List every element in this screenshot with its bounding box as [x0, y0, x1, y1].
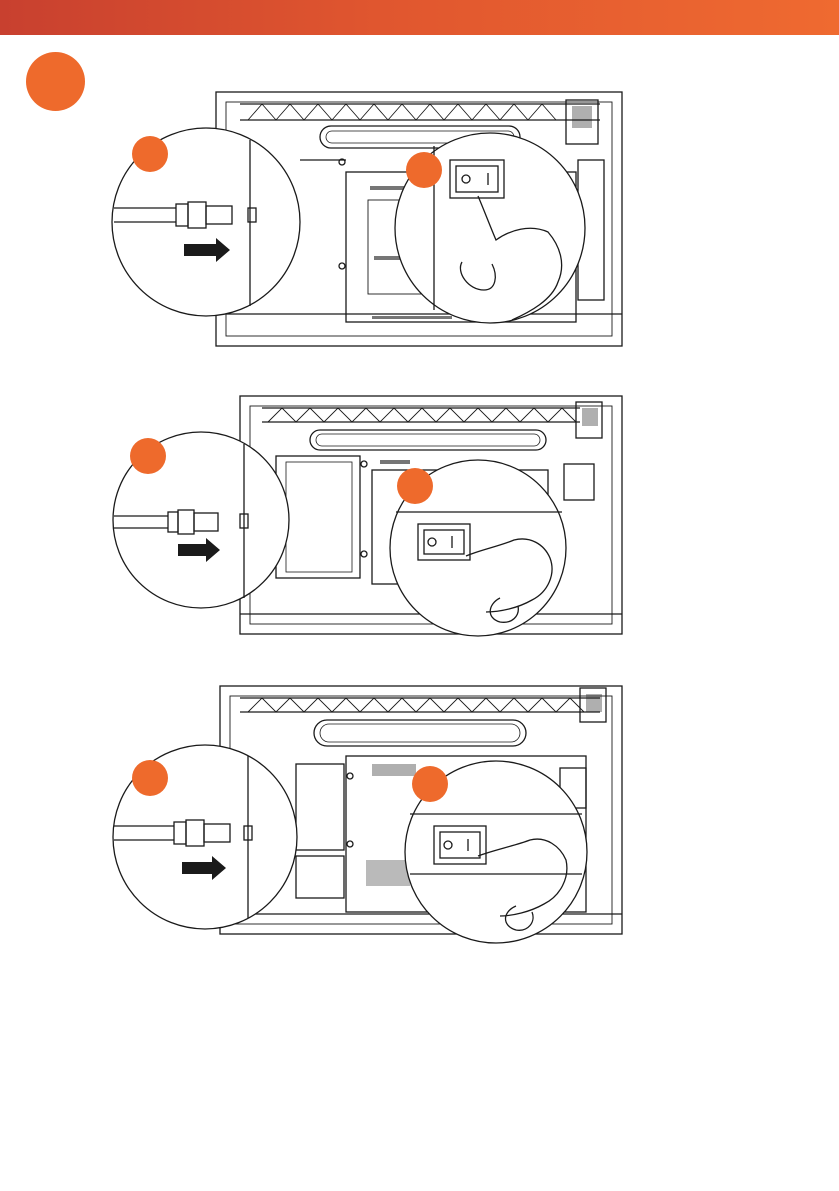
- illustration-panel-1: [0, 0, 839, 360]
- illustration-panel-3: [0, 660, 839, 960]
- callout-badge-a: [130, 438, 166, 474]
- callout-badge-a: [132, 136, 168, 172]
- callout-badge-b: [412, 766, 448, 802]
- callout-badge-b: [397, 468, 433, 504]
- callout-badge-b: [406, 152, 442, 188]
- display-rear-large-drawing: [0, 0, 839, 360]
- callout-badge-a: [132, 760, 168, 796]
- display-rear-small-drawing: [0, 660, 839, 960]
- illustration-panel-2: [0, 360, 839, 660]
- display-rear-medium-drawing: [0, 360, 839, 660]
